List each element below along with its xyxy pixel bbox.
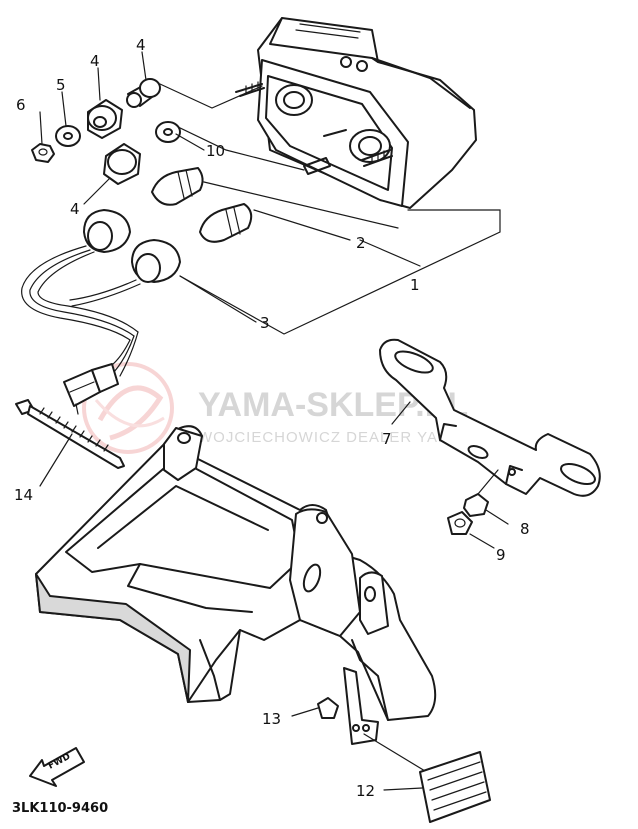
- nut-part-13: [317, 697, 339, 719]
- leader-10: [469, 533, 495, 549]
- leader-1-bracket: [179, 209, 501, 335]
- leader-8: [391, 401, 411, 425]
- callout-9: 8: [520, 520, 530, 538]
- forward-arrow-icon: [29, 747, 85, 787]
- plate-bracket: [343, 667, 431, 775]
- callout-5: 4: [136, 36, 146, 54]
- leader-4b: [83, 177, 111, 205]
- bulb-part-2a: [151, 167, 204, 206]
- leader-6: [61, 91, 67, 127]
- leader-3: [179, 275, 257, 323]
- collar-part-5: [126, 78, 161, 108]
- callout-10: 9: [496, 546, 506, 564]
- tail-light-assembly: [235, 17, 477, 209]
- callout-12: 12: [356, 782, 375, 800]
- cable-tie-part-14: [15, 399, 125, 469]
- watermark-logo: [82, 362, 174, 454]
- leader-5: [141, 51, 147, 81]
- leader-1c: [359, 239, 421, 267]
- nut-part-7: [31, 143, 55, 163]
- leader-12: [383, 787, 423, 791]
- callout-2: 2: [356, 234, 366, 252]
- leader-14: [39, 433, 73, 487]
- leader-11: [175, 133, 205, 151]
- callout-4-lower: 4: [70, 200, 80, 218]
- leader-4a: [97, 67, 101, 101]
- callout-8: 7: [382, 430, 392, 448]
- callout-13: 13: [262, 710, 281, 728]
- leader-2b: [253, 209, 351, 241]
- callout-11: 10: [206, 142, 225, 160]
- washer-part-6: [55, 125, 81, 147]
- watermark-subtitle: WOJCIECHOWICZ DEALER YAMAHA: [198, 429, 485, 446]
- bulb-part-2b: [199, 203, 253, 243]
- callout-6: 5: [56, 76, 66, 94]
- socket-harness-part-3: [21, 209, 181, 415]
- rear-stay-body: [35, 425, 437, 721]
- callout-3: 3: [260, 314, 270, 332]
- leader-13: [291, 707, 319, 717]
- nut-part-10: [447, 511, 473, 535]
- leader-1b: [175, 125, 305, 171]
- diagram-code: 3LK110-9460: [12, 801, 108, 816]
- callout-1: 1: [410, 276, 420, 294]
- callout-7: 6: [16, 96, 26, 114]
- grommet-part-4-top: [87, 99, 123, 139]
- reflector-part-12: [419, 751, 491, 823]
- grommet-part-4-lower: [103, 143, 141, 185]
- washer-part-11: [155, 121, 181, 143]
- leader-1a: [159, 83, 263, 109]
- leader-9: [485, 509, 509, 525]
- callout-14: 14: [14, 486, 33, 504]
- nut-part-9: [463, 469, 499, 517]
- leader-7: [39, 111, 43, 145]
- leader-2a: [203, 181, 399, 229]
- bracket-part-8: [379, 338, 601, 497]
- callout-4-top: 4: [90, 52, 100, 70]
